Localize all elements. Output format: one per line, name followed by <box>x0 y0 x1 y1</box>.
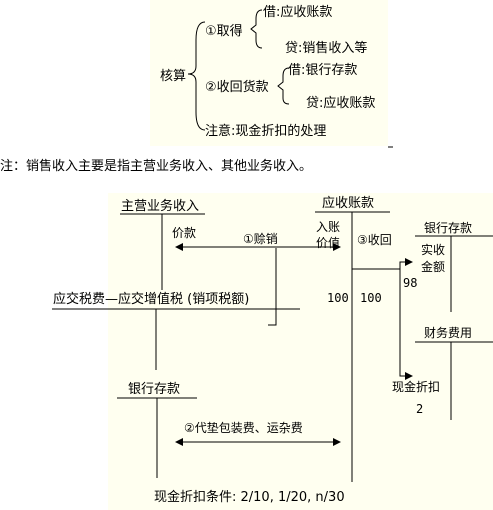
discount-terms: 现金折扣条件: 2/10, 1/20, n/30 <box>154 490 345 505</box>
amount-98: 98 <box>403 276 418 290</box>
vat-title: 应交税费—应交增值税 (销项税额) <box>53 292 250 307</box>
price-label: 价款 <box>172 226 197 240</box>
get-credit: 贷:销售收入等 <box>285 41 368 56</box>
finance-cost-title: 财务费用 <box>424 326 473 340</box>
branch-collect: ②收回货款 <box>205 80 269 95</box>
get-debit: 借:应收账款 <box>263 5 333 20</box>
top-panel <box>150 0 388 146</box>
branch-get: ①取得 <box>205 24 243 39</box>
main-revenue-title: 主营业务收入 <box>121 199 200 214</box>
credit-sale-label: ①赊销 <box>243 232 278 246</box>
vat-connector <box>268 248 277 326</box>
root-brace <box>187 21 206 131</box>
bank-right-title: 银行存款 <box>424 221 473 235</box>
footnote: 注：销售收入主要是指主营业务收入、其他业务收入。 <box>0 159 313 174</box>
amount-100-right: 100 <box>360 291 382 305</box>
actual-label-1: 实收 <box>421 243 446 257</box>
collect-brace <box>277 67 290 105</box>
bank-left-title: 银行存款 <box>128 382 181 397</box>
booked-value-2: 价值 <box>316 236 341 250</box>
advance-label: ②代垫包装费、运杂费 <box>184 421 303 435</box>
collect-debit: 借:银行存款 <box>288 63 358 78</box>
branch-note: 注意:现金折扣的处理 <box>205 124 327 139</box>
amount-100-left: 100 <box>327 291 349 305</box>
get-brace <box>250 9 263 49</box>
collect-label: ③收回 <box>357 233 392 247</box>
receivables-title: 应收账款 <box>322 196 375 211</box>
root-label: 核算 <box>160 69 187 84</box>
to-finance-arrow <box>399 269 413 380</box>
to-bank-arrow <box>399 258 413 269</box>
cash-discount-label: 现金折扣 <box>392 380 441 394</box>
amount-2: 2 <box>416 402 424 416</box>
booked-value-1: 入账 <box>316 220 341 234</box>
actual-label-2: 金额 <box>421 260 446 274</box>
collect-credit: 贷:应收账款 <box>306 96 376 111</box>
